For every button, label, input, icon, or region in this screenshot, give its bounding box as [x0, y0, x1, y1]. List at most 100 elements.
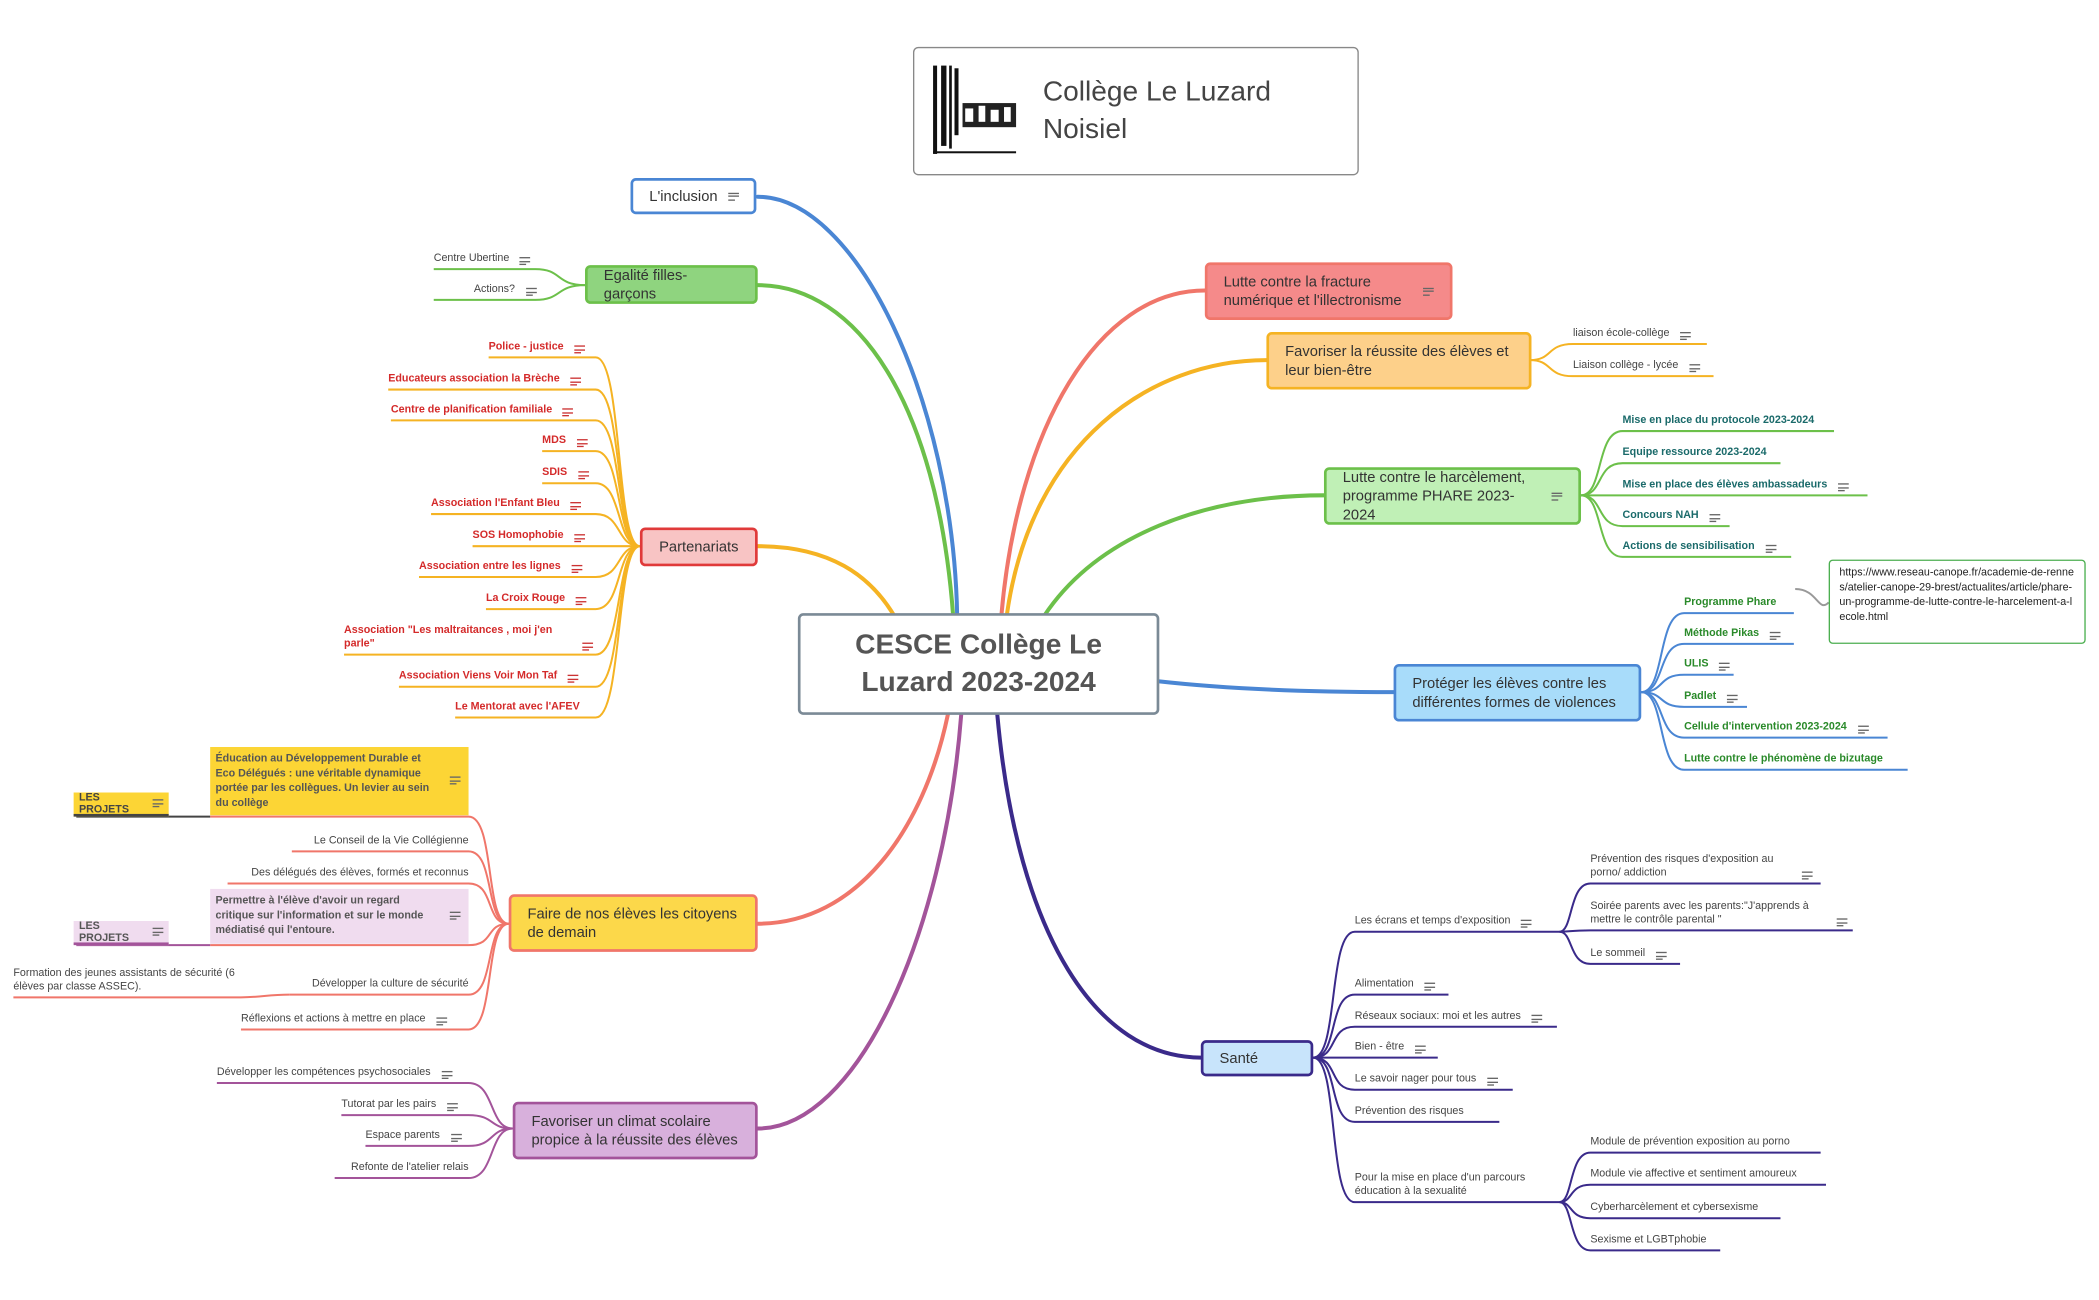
leaf-porno-addiction[interactable]: Prévention des risques d'exposition au p… [1590, 849, 1820, 884]
note-icon[interactable] [152, 799, 164, 808]
leaf-methode-pikas[interactable]: Méthode Pikas [1684, 622, 1794, 643]
leaf-mentorat[interactable]: Le Mentorat avec l'AFEV [455, 700, 580, 713]
note-icon[interactable] [1726, 694, 1738, 703]
note-icon[interactable] [567, 674, 579, 683]
central-topic[interactable]: CESCE Collège Le Luzard 2023-2024 [797, 613, 1160, 715]
sticky-critique[interactable]: Permettre à l'élève d'avoir un regard cr… [210, 888, 469, 944]
topic-citoyens[interactable]: Faire de nos élèves les citoyens de dema… [508, 894, 758, 952]
leaf-bien-etre[interactable]: Bien - être [1355, 1036, 1438, 1057]
note-icon[interactable] [1531, 1014, 1543, 1023]
note-icon[interactable] [1424, 982, 1436, 991]
note-icon[interactable] [1423, 287, 1434, 296]
leaf-tutorat[interactable]: Tutorat par les pairs [341, 1094, 468, 1115]
leaf-ambassadeurs[interactable]: Mise en place des élèves ambassadeurs [1623, 474, 1868, 495]
note-icon[interactable] [1836, 918, 1848, 927]
note-icon[interactable] [576, 439, 588, 448]
leaf-centre-ubertine[interactable]: Centre Ubertine [434, 248, 541, 269]
note-icon[interactable] [449, 776, 461, 785]
leaf-psychosociales[interactable]: Développer les compétences psychosociale… [217, 1062, 469, 1083]
note-icon[interactable] [441, 1070, 452, 1079]
leaf-ecrans[interactable]: Les écrans et temps d'exposition [1355, 910, 1560, 931]
leaf-actions[interactable]: Actions? [474, 278, 554, 299]
topic-harcelement[interactable]: Lutte contre le harcèlement, programme P… [1323, 467, 1582, 525]
note-icon[interactable] [577, 471, 589, 480]
topic-climat[interactable]: Favoriser un climat scolaire propice à l… [512, 1101, 758, 1160]
leaf-cyberharcelement[interactable]: Cyberharcèlement et cybersexisme [1590, 1200, 1759, 1213]
leaf-vie-affective[interactable]: Module vie affective et sentiment amoure… [1590, 1167, 1797, 1180]
note-icon[interactable] [1689, 364, 1700, 373]
leaf-alimentation[interactable]: Alimentation [1355, 973, 1449, 994]
leaf-equipe-ressource[interactable]: Equipe ressource 2023-2024 [1622, 445, 1767, 458]
note-icon[interactable] [1521, 919, 1532, 928]
leaf-mds[interactable]: MDS [542, 430, 596, 451]
leaf-securite[interactable]: Développer la culture de sécurité [311, 977, 469, 990]
phare-link[interactable]: https://www.reseau-canope.fr/academie-de… [1828, 559, 2086, 644]
leaf-espace-parents[interactable]: Espace parents [365, 1125, 468, 1146]
note-icon[interactable] [574, 345, 586, 354]
note-icon[interactable] [450, 1133, 462, 1142]
leaf-enfant-bleu[interactable]: Association l'Enfant Bleu [431, 493, 596, 514]
note-icon[interactable] [570, 377, 582, 386]
note-icon[interactable] [520, 257, 531, 266]
sticky-edd[interactable]: Éducation au Développement Durable et Ec… [210, 746, 469, 816]
leaf-police-justice[interactable]: Police - justice [489, 336, 596, 357]
topic-reussite[interactable]: Favoriser la réussite des élèves et leur… [1266, 331, 1532, 390]
leaf-croix-rouge[interactable]: La Croix Rouge [486, 588, 596, 609]
leaf-bizutage[interactable]: Lutte contre le phénomène de bizutage [1684, 752, 1883, 765]
leaf-reflexions[interactable]: Réflexions et actions à mettre en place [241, 1008, 469, 1029]
note-icon[interactable] [436, 1017, 447, 1026]
leaf-viens-voir[interactable]: Association Viens Voir Mon Taf [399, 665, 596, 686]
topic-egalite[interactable]: Egalité filles-garçons [585, 265, 758, 304]
leaf-liaison-ecole[interactable]: liaison école-collège [1573, 323, 1707, 344]
note-icon[interactable] [1680, 331, 1691, 341]
leaf-assec[interactable]: Formation des jeunes assistants de sécur… [13, 966, 235, 992]
leaf-liaison-lycee[interactable]: Liaison collège - lycée [1573, 355, 1714, 376]
leaf-reseaux-sociaux[interactable]: Réseaux sociaux: moi et les autres [1355, 1005, 1557, 1026]
note-icon[interactable] [449, 911, 461, 920]
note-icon[interactable] [571, 564, 583, 573]
leaf-controle-parental[interactable]: Soirée parents avec les parents:"J'appre… [1590, 896, 1852, 931]
tag-les-projets-1[interactable]: LES PROJETS [73, 791, 169, 817]
note-icon[interactable] [1838, 483, 1849, 492]
note-icon[interactable] [152, 927, 164, 936]
note-icon[interactable] [582, 642, 594, 651]
note-icon[interactable] [1655, 951, 1667, 960]
leaf-ulis[interactable]: ULIS [1684, 653, 1734, 674]
leaf-programme-phare[interactable]: Programme Phare [1684, 595, 1777, 608]
leaf-concours-nah[interactable]: Concours NAH [1623, 505, 1730, 526]
note-icon[interactable] [1551, 491, 1563, 501]
leaf-maltraitances[interactable]: Association "Les maltraitances , moi j'e… [344, 620, 596, 655]
leaf-sdis[interactable]: SDIS [542, 462, 596, 483]
leaf-prevention-risques[interactable]: Prévention des risques [1354, 1104, 1464, 1117]
leaf-cvc[interactable]: Le Conseil de la Vie Collégienne [313, 834, 469, 847]
leaf-entre-les-lignes[interactable]: Association entre les lignes [419, 556, 596, 577]
note-icon[interactable] [1709, 514, 1721, 523]
topic-inclusion[interactable]: L'inclusion [630, 178, 757, 215]
note-icon[interactable] [446, 1103, 458, 1112]
note-icon[interactable] [1765, 544, 1777, 553]
topic-partenariats[interactable]: Partenariats [639, 527, 758, 567]
leaf-sensibilisation[interactable]: Actions de sensibilisation [1623, 535, 1792, 556]
note-icon[interactable] [1719, 662, 1730, 671]
leaf-cellule[interactable]: Cellule d'intervention 2023-2024 [1684, 716, 1887, 737]
topic-sante[interactable]: Santé [1200, 1040, 1314, 1077]
note-icon[interactable] [1486, 1077, 1498, 1086]
leaf-educateurs[interactable]: Educateurs association la Brèche [388, 368, 595, 389]
leaf-sexisme[interactable]: Sexisme et LGBTphobie [1590, 1232, 1707, 1245]
leaf-planification[interactable]: Centre de planification familiale [391, 399, 596, 420]
note-icon[interactable] [574, 534, 586, 543]
topic-fracture[interactable]: Lutte contre la fracture numérique et l'… [1204, 262, 1453, 320]
leaf-sexualite[interactable]: Pour la mise en place d'un parcours éduc… [1354, 1171, 1526, 1197]
note-icon[interactable] [570, 502, 582, 511]
leaf-sos-homophobie[interactable]: SOS Homophobie [473, 525, 596, 546]
leaf-protocole[interactable]: Mise en place du protocole 2023-2024 [1622, 413, 1815, 426]
note-icon[interactable] [1857, 725, 1869, 734]
note-icon[interactable] [1801, 871, 1813, 880]
tag-les-projets-2[interactable]: LES PROJETS [73, 920, 169, 946]
leaf-padlet[interactable]: Padlet [1684, 685, 1747, 706]
leaf-savoir-nager[interactable]: Le savoir nager pour tous [1355, 1068, 1513, 1089]
topic-proteger[interactable]: Protéger les élèves contre les différent… [1393, 663, 1642, 722]
note-icon[interactable] [1769, 631, 1781, 640]
leaf-sommeil[interactable]: Le sommeil [1590, 942, 1680, 963]
note-icon[interactable] [728, 192, 740, 201]
